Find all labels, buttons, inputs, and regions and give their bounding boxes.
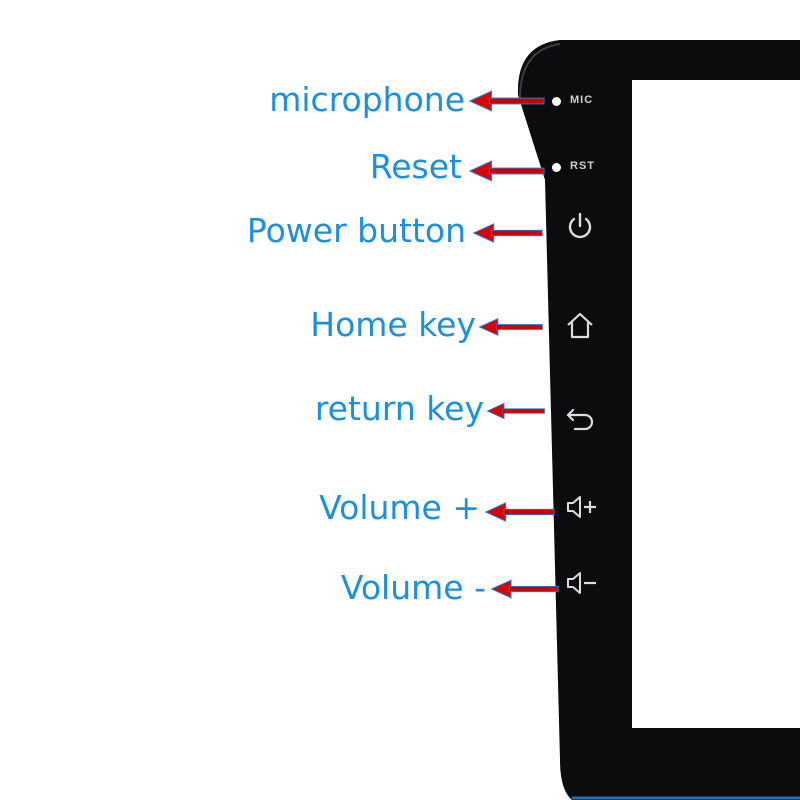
arrow-head (478, 317, 499, 337)
arrow-shaft (503, 508, 555, 516)
arrow-microphone (468, 90, 545, 112)
label-home-key: Home key (310, 305, 476, 344)
volume-up-icon[interactable] (565, 490, 599, 524)
label-power-button: Power button (246, 211, 466, 250)
arrow-reset (468, 160, 545, 182)
arrow-shaft (502, 408, 545, 414)
arrow-head (468, 160, 492, 182)
reset-hole (552, 163, 561, 172)
display-screen (632, 80, 800, 728)
mic-hole (552, 97, 561, 106)
arrow-volume-down (490, 579, 559, 599)
power-icon[interactable] (563, 209, 597, 243)
arrow-home-key (478, 317, 543, 337)
rst-text: RST (570, 160, 595, 172)
arrow-head (484, 502, 507, 522)
mic-text: MIC (570, 94, 594, 106)
return-icon[interactable] (563, 400, 597, 434)
arrow-head (486, 402, 505, 420)
volume-down-icon[interactable] (565, 566, 599, 600)
arrow-head (472, 223, 495, 243)
label-volume-up: Volume + (319, 488, 480, 527)
label-reset: Reset (369, 147, 462, 186)
arrow-shaft (491, 229, 543, 237)
arrow-shaft (508, 585, 559, 593)
arrow-shaft (488, 167, 545, 175)
label-volume-down: Volume - (340, 568, 486, 607)
label-microphone: microphone (269, 80, 465, 119)
arrow-power-button (472, 223, 543, 243)
bezel-edge-highlight (519, 43, 561, 99)
home-icon[interactable] (563, 308, 597, 342)
arrow-head (468, 90, 492, 112)
arrow-return-key (486, 402, 545, 420)
arrow-shaft (495, 324, 543, 330)
label-return-key: return key (314, 389, 484, 428)
arrow-head (490, 579, 512, 599)
arrow-volume-up (484, 502, 555, 522)
arrow-shaft (488, 97, 545, 105)
